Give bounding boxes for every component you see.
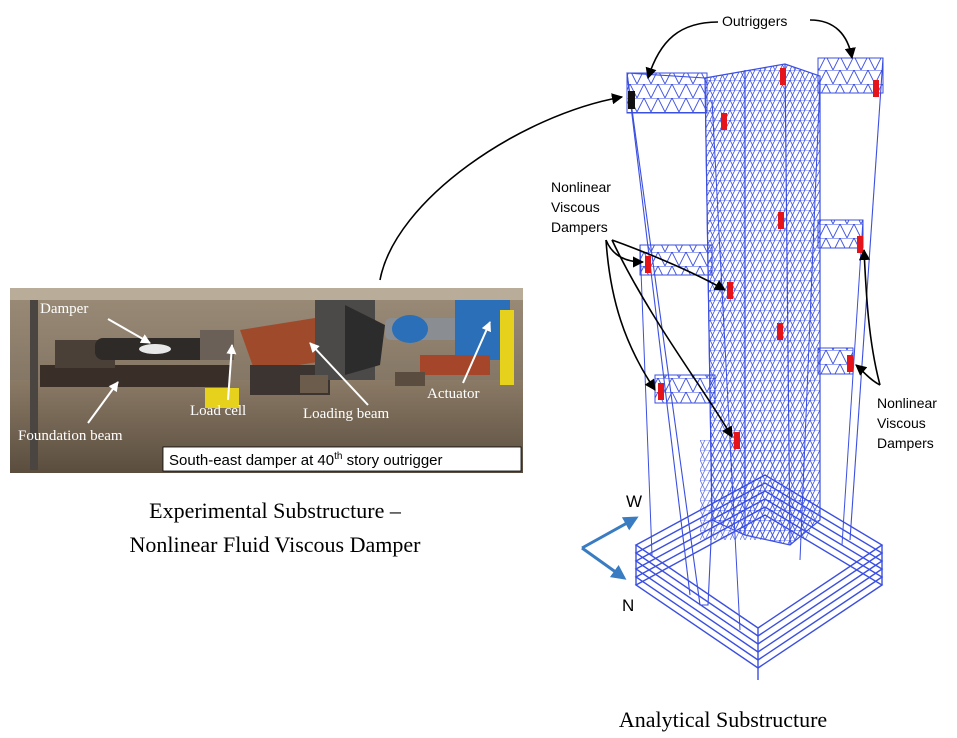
damper-red <box>777 323 783 340</box>
label-load-cell: Load cell <box>190 403 246 419</box>
compass: W N <box>581 492 642 615</box>
arrow-damper-left-3 <box>611 239 726 291</box>
damper-red <box>645 256 651 273</box>
damper-red <box>847 355 853 372</box>
label-dampers-left-line1: Nonlinear <box>551 179 611 195</box>
arrow-foundation-beam <box>87 381 119 424</box>
outrigger-mid-right <box>817 219 864 249</box>
arrow-damper-right-2 <box>855 364 881 386</box>
arrow-damper-left-2 <box>605 239 656 391</box>
damper-red <box>658 383 664 400</box>
arrow-outriggers-left <box>645 21 719 80</box>
photo-ceiling-band <box>10 288 523 300</box>
yellow-box <box>205 388 239 408</box>
label-dampers-right-line2: Viscous <box>877 415 926 431</box>
photo-caption-main: South-east damper at 40 <box>169 452 334 469</box>
arrow-damper <box>107 318 151 344</box>
photo-caption-box <box>162 446 522 472</box>
damper-markers <box>628 68 879 449</box>
damper-red <box>857 236 863 253</box>
photo-caption-tail: story outrigger <box>342 452 442 469</box>
arrow-loading-beam <box>309 342 369 406</box>
damper-red <box>721 113 727 130</box>
damper-red <box>727 282 733 299</box>
loading-beam-shape <box>240 318 330 372</box>
label-dampers-right-line3: Dampers <box>877 435 934 451</box>
compass-arrow-west <box>581 516 639 550</box>
label-damper: Damper <box>40 301 88 317</box>
label-foundation-beam: Foundation beam <box>18 428 123 444</box>
label-actuator: Actuator <box>427 386 479 402</box>
arrow-damper-right-1 <box>858 248 881 386</box>
reaction-plate <box>345 305 385 375</box>
analytical-caption: Analytical Substructure <box>619 707 827 732</box>
photo-caption: South-east damper at 40th story outrigge… <box>169 451 443 469</box>
label-dampers-right-line1: Nonlinear <box>877 395 937 411</box>
damper-red <box>780 68 786 85</box>
lab-photo: Damper Load cell Loading beam Actuator F… <box>10 288 523 473</box>
right-column-2 <box>841 219 864 546</box>
left-column <box>626 72 691 596</box>
damper-red <box>778 212 784 229</box>
experimental-caption-line2: Nonlinear Fluid Viscous Damper <box>130 532 422 557</box>
damper-red <box>873 80 879 97</box>
outrigger-mid-left <box>639 244 713 276</box>
compass-west-label: W <box>626 492 642 511</box>
label-loading-beam: Loading beam <box>303 406 390 422</box>
left-outrigger-frame <box>626 72 713 606</box>
outrigger-top-right <box>817 57 884 94</box>
compass-arrow-north <box>581 546 627 580</box>
arrow-outriggers-right <box>809 19 856 60</box>
arrow-damper-left-4 <box>611 239 733 438</box>
damper-black <box>628 91 635 109</box>
arrow-load-cell <box>226 344 237 401</box>
actuator-head <box>392 315 428 343</box>
structural-model <box>626 57 884 680</box>
front-column <box>711 99 741 631</box>
damper-label-plate <box>139 344 171 354</box>
arrow-actuator <box>462 321 491 384</box>
photo-caption-sup: th <box>334 451 342 462</box>
arrow-damper-left-1 <box>605 239 645 268</box>
label-dampers-left: Nonlinear Viscous Dampers <box>551 179 615 235</box>
experimental-caption-line1: Experimental Substructure – <box>149 498 402 523</box>
floor-block <box>300 375 328 393</box>
label-dampers-left-line2: Viscous <box>551 199 600 215</box>
connector-arrow <box>379 93 624 281</box>
floor-block-2 <box>395 372 425 386</box>
label-outriggers: Outriggers <box>722 13 787 29</box>
foundation-beam-shape <box>40 365 230 387</box>
outrigger-top-left <box>626 72 708 114</box>
label-dampers-left-line3: Dampers <box>551 219 608 235</box>
lower-bracing <box>700 440 810 540</box>
label-dampers-right: Nonlinear Viscous Dampers <box>877 395 941 451</box>
compass-north-label: N <box>622 596 634 615</box>
photo-post <box>30 300 38 470</box>
load-cell-shape <box>200 330 234 360</box>
actuator-yellow-stand <box>500 310 514 385</box>
outrigger-low-left <box>654 374 716 404</box>
damper-red <box>734 432 740 449</box>
actuator-base <box>420 355 490 375</box>
